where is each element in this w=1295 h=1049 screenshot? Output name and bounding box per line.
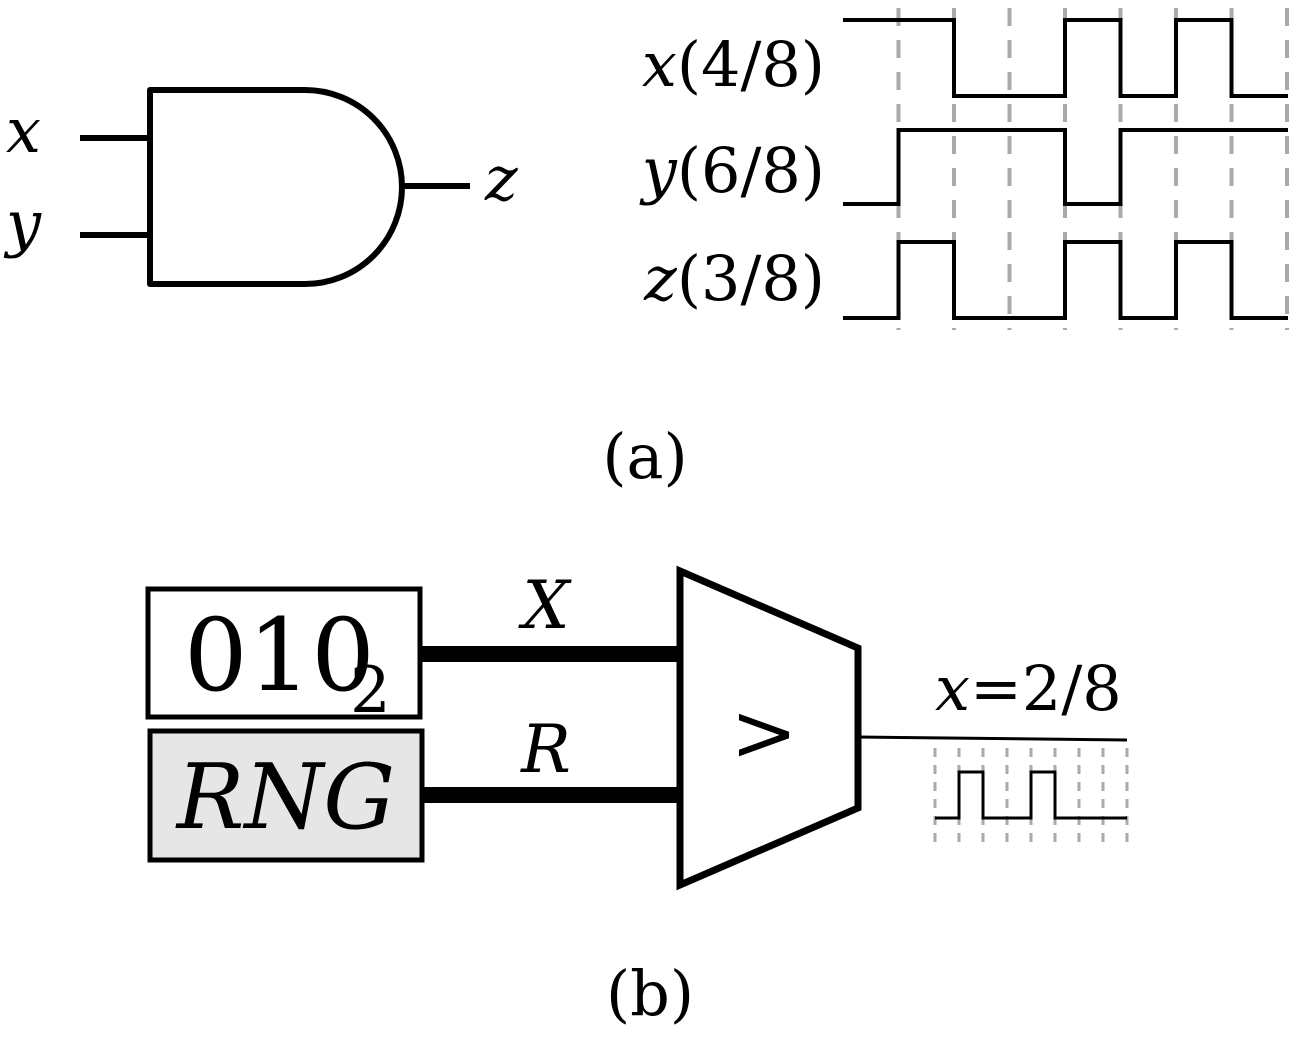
waveform-z: z(3/8) xyxy=(643,240,1288,320)
gate-output-label-z: z xyxy=(484,142,518,215)
register-value: 010 xyxy=(184,597,375,714)
comparator-body xyxy=(676,565,862,891)
waveform-trace-z xyxy=(843,240,1288,320)
waveform-frac-y: (6/8) xyxy=(677,134,825,207)
output-label-var: x xyxy=(935,652,970,725)
waveform-trace-y xyxy=(843,128,1288,206)
bus-label-x: X xyxy=(518,567,573,644)
bus-label-r: R xyxy=(520,711,571,788)
output-label: x=2/8 xyxy=(935,652,1122,725)
rng-label: RNG xyxy=(175,745,395,850)
caption-b: (b) xyxy=(606,957,694,1030)
waveform-var-y: y xyxy=(639,134,678,207)
data-buses: X R xyxy=(422,567,680,803)
comparator: > xyxy=(676,565,1128,891)
output-bitstream-trace xyxy=(935,770,1127,820)
waveform-x: x(4/8) xyxy=(642,18,1288,101)
output-label-eq: =2/8 xyxy=(970,652,1122,725)
caption-a: (a) xyxy=(602,420,687,493)
comparator-symbol: > xyxy=(730,686,797,779)
waveform-label-y: y(6/8) xyxy=(639,134,825,207)
rng-block: RNG xyxy=(147,728,425,863)
waveform-label-z: z(3/8) xyxy=(643,242,825,315)
waveform-var-z: z xyxy=(643,242,677,315)
comparator-output-wire xyxy=(857,735,1128,742)
register-subscript: 2 xyxy=(350,654,391,728)
and-gate-body xyxy=(147,87,405,287)
rng-box xyxy=(147,728,425,863)
waveform-frac-x: (4/8) xyxy=(677,28,825,101)
waveform-frac-z: (3/8) xyxy=(677,242,825,315)
and-gate: x y z xyxy=(3,87,518,287)
gate-input-label-y: y xyxy=(3,187,42,260)
waveform-label-x: x(4/8) xyxy=(642,28,825,101)
waveform-trace-x xyxy=(843,18,1288,98)
register-box xyxy=(145,586,423,720)
waveform-var-x: x xyxy=(642,28,677,101)
binary-register: 010 2 xyxy=(145,586,423,728)
waveform-y: y(6/8) xyxy=(639,128,1288,207)
waveform-grid xyxy=(896,8,1289,330)
gate-input-label-x: x xyxy=(6,94,41,167)
